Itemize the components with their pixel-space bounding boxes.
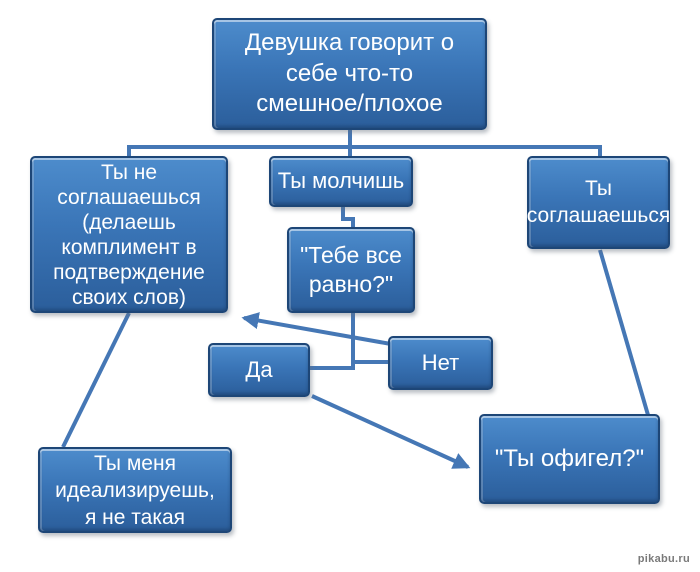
node-stay-silent: Ты молчишь: [269, 156, 413, 207]
node-ty-ofigel: "Ты офигел?": [479, 414, 660, 504]
node-disagree: Ты не соглашаешься (делаешь комплимент в…: [30, 156, 228, 313]
node-start: Девушка говорит о себе что-то смешное/пл…: [212, 18, 487, 130]
node-yes: Да: [208, 343, 310, 397]
edge-agree-to-ofigel: [598, 249, 650, 416]
node-you-idealize-me: Ты меня идеализируешь, я не такая: [38, 447, 232, 533]
node-no: Нет: [388, 336, 493, 390]
node-agree: Ты соглашаешься: [527, 156, 670, 249]
node-dont-you-care-question: "Тебе все равно?": [287, 227, 415, 313]
edge-no-to-disagree: [241, 312, 392, 346]
watermark: pikabu.ru: [637, 553, 690, 565]
edge-disagree-to-idealize: [61, 312, 131, 448]
edge-silent-to-question: [341, 207, 355, 229]
edge-yes-to-ofigel: [311, 394, 471, 469]
